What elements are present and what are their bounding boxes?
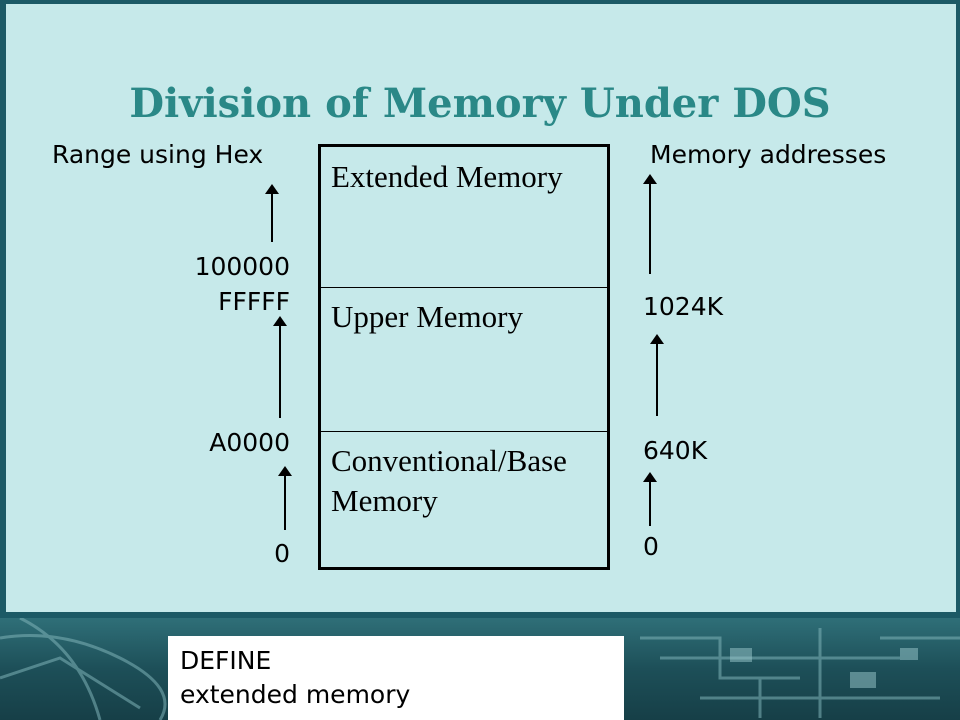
address-label-1024k: 1024K [643, 292, 724, 321]
address-arrow-middle-icon [650, 334, 664, 416]
hex-arrow-bottom-icon [278, 466, 292, 530]
memory-map-box: Extended Memory Upper Memory Conventiona… [318, 144, 610, 570]
circuit-pattern-icon [0, 618, 960, 720]
hex-arrow-middle-icon [273, 316, 287, 418]
address-arrow-top-icon [643, 174, 657, 274]
address-label-zero: 0 [643, 532, 659, 561]
hex-arrow-top-icon [265, 184, 279, 242]
conventional-memory-section: Conventional/Base Memory [331, 443, 567, 518]
section-divider [321, 287, 607, 288]
section-divider [321, 431, 607, 432]
slide-panel [6, 4, 956, 612]
address-label-640k: 640K [643, 436, 708, 465]
hex-label-a0000: A0000 [209, 428, 290, 457]
hex-label-zero: 0 [274, 539, 290, 568]
define-note: DEFINE extended memory [168, 636, 624, 720]
upper-memory-section: Upper Memory [331, 299, 523, 334]
note-line-define: DEFINE [180, 646, 272, 675]
address-arrow-bottom-icon [643, 472, 657, 526]
note-line-extended-memory: extended memory [180, 680, 411, 709]
memory-addresses-heading: Memory addresses [650, 140, 887, 169]
slide-title: Division of Memory Under DOS [129, 80, 831, 127]
extended-memory-section: Extended Memory [331, 159, 563, 194]
hex-range-heading: Range using Hex [52, 140, 264, 169]
hex-label-fffff: FFFFF [218, 287, 290, 316]
hex-label-100000: 100000 [194, 252, 290, 281]
